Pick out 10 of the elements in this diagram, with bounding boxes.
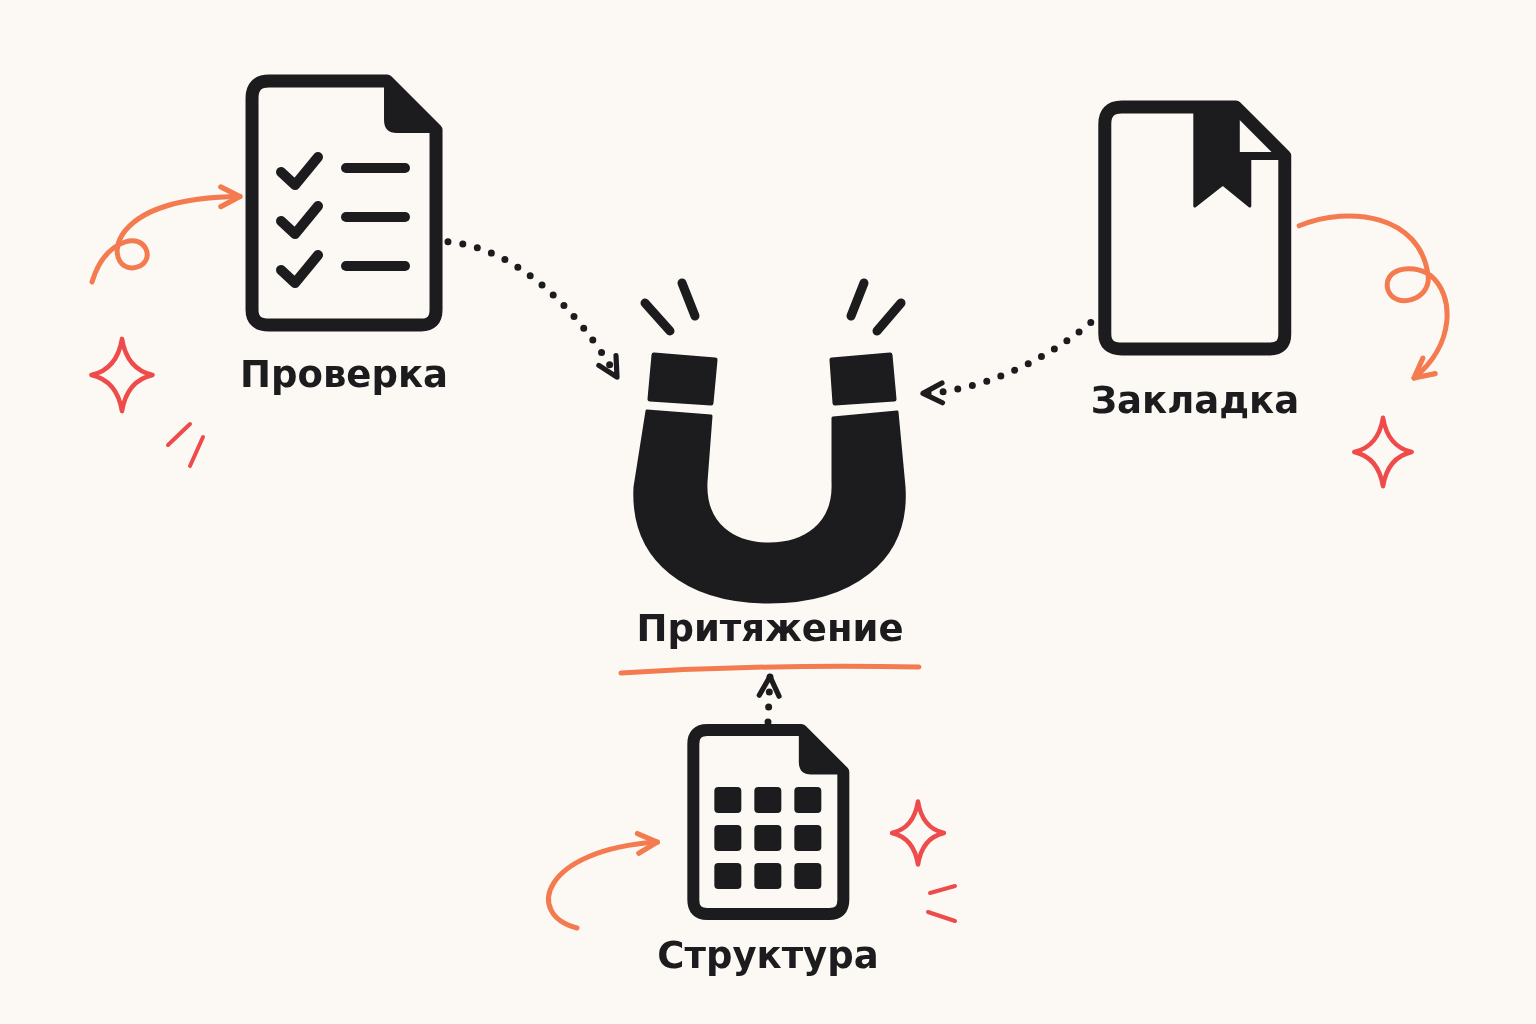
- node-label: Проверка: [240, 354, 448, 397]
- dotted-arrow: [444, 238, 621, 381]
- curved-arrow: [89, 184, 243, 285]
- node-label: Закладка: [1090, 380, 1300, 423]
- dotted-arrow: [919, 319, 1095, 405]
- curved-arrow: [546, 831, 660, 931]
- curved-arrow: [1296, 213, 1450, 381]
- dotted-arrow: [756, 673, 782, 726]
- node-label: Структура: [657, 935, 879, 978]
- node-label: Притяжение: [636, 608, 904, 651]
